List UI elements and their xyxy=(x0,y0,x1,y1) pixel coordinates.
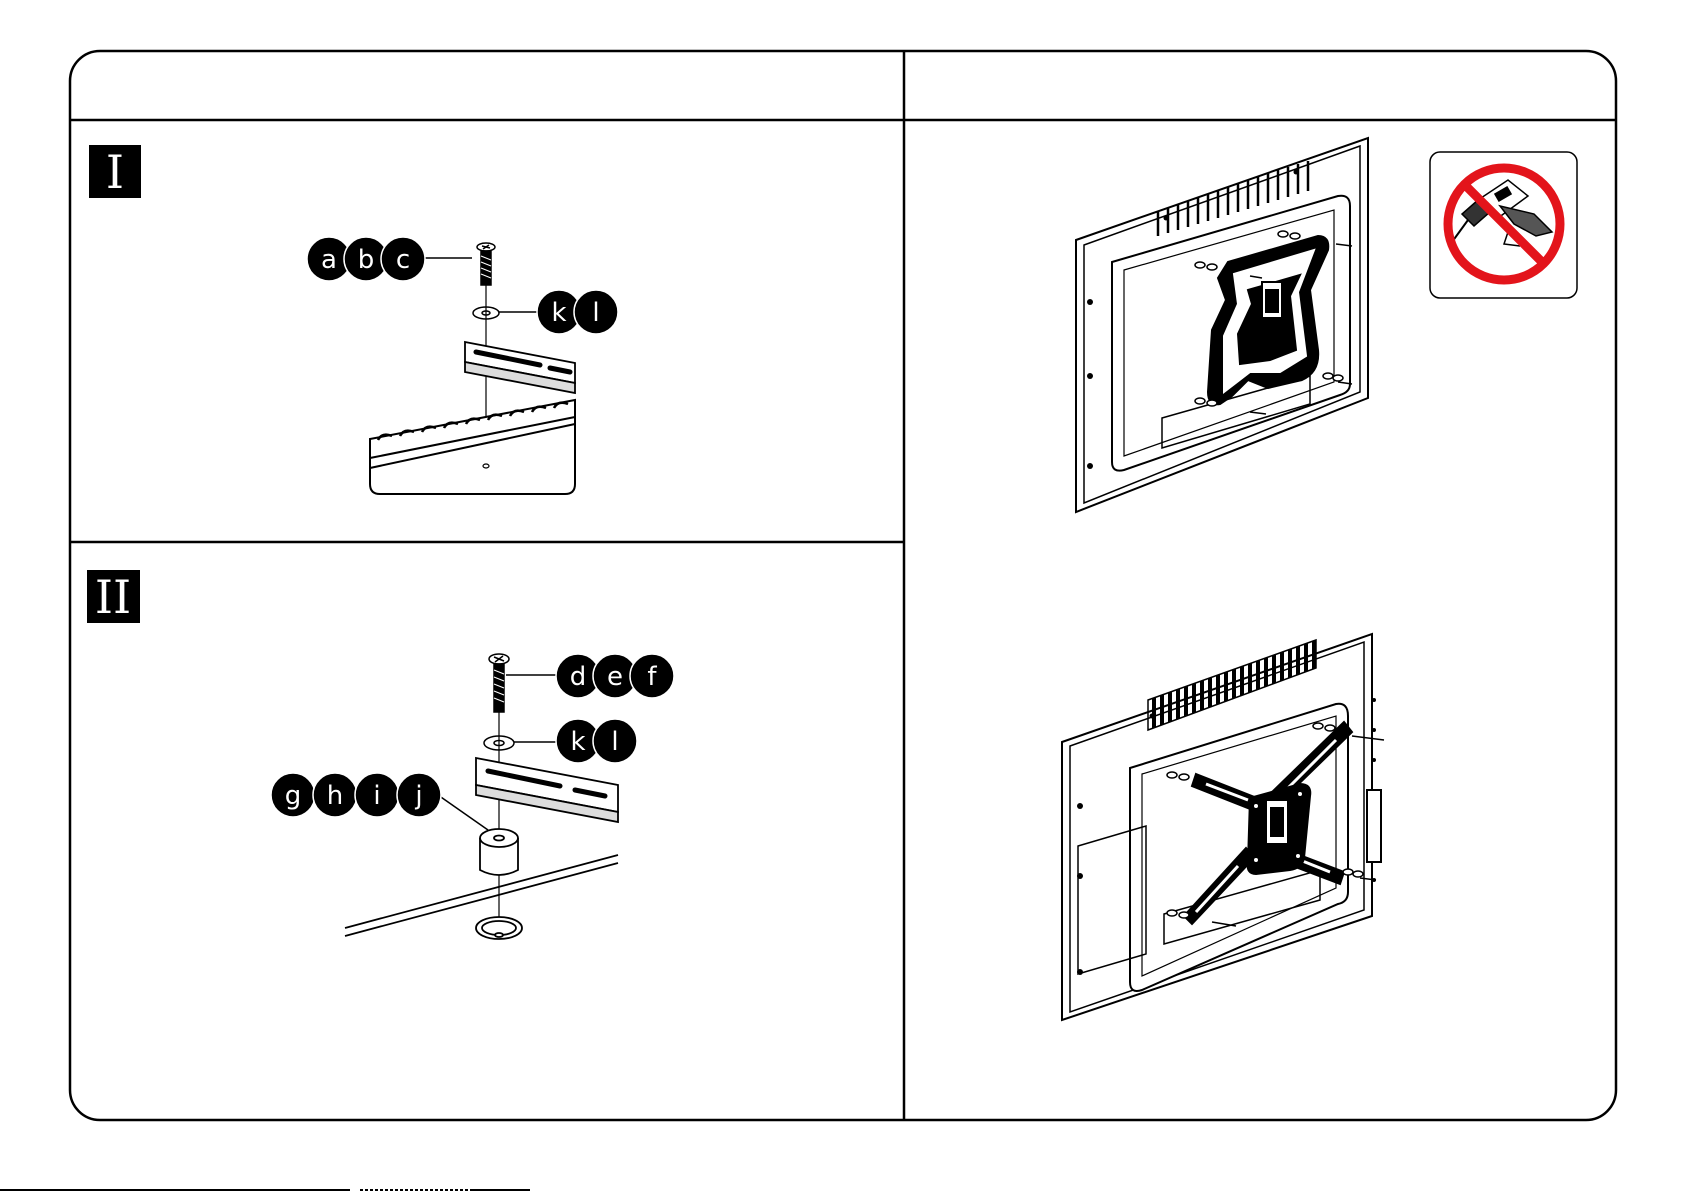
callout-letter: g xyxy=(285,781,302,811)
bracket-rail xyxy=(476,758,618,822)
page-frame xyxy=(70,51,1616,1120)
callout-letter: k xyxy=(570,727,585,757)
threaded-insert-icon xyxy=(476,917,522,939)
callout-kl-step-one: k l xyxy=(498,290,618,334)
callout-def: d e f xyxy=(506,654,674,698)
callout-ghij: g h i j xyxy=(271,773,488,830)
callout-letter: i xyxy=(373,781,380,811)
callout-letter: j xyxy=(414,781,422,811)
callout-letter: d xyxy=(570,662,587,692)
callout-letter: k xyxy=(551,298,566,328)
spacer-icon xyxy=(480,829,518,875)
step-two-numeral: II xyxy=(95,570,131,624)
callout-letter: c xyxy=(396,245,410,275)
bracket-rail xyxy=(465,342,575,393)
step-one-badge: I xyxy=(89,145,141,199)
callout-abc: a b c xyxy=(307,237,472,281)
tv-panel-detail xyxy=(370,400,575,494)
callout-letter: e xyxy=(607,662,623,692)
callout-letter: a xyxy=(321,245,337,275)
callout-letter: b xyxy=(358,245,375,275)
long-screw-icon xyxy=(489,654,509,712)
callout-letter: l xyxy=(592,298,599,328)
no-power-drill-warning xyxy=(1430,152,1577,298)
tv-with-large-arms xyxy=(1062,634,1384,1020)
step-one: I a b c k l xyxy=(89,145,618,494)
callout-letter: f xyxy=(647,662,657,692)
step-one-numeral: I xyxy=(106,145,124,199)
step-two: II d e f k l g h i xyxy=(87,570,674,939)
tv-with-small-bracket xyxy=(1076,138,1368,512)
callout-letter: h xyxy=(327,781,343,811)
step-two-badge: II xyxy=(87,570,140,624)
callout-kl-step-two: k l xyxy=(512,719,637,763)
callout-letter: l xyxy=(611,727,618,757)
screw-icon xyxy=(477,243,495,285)
